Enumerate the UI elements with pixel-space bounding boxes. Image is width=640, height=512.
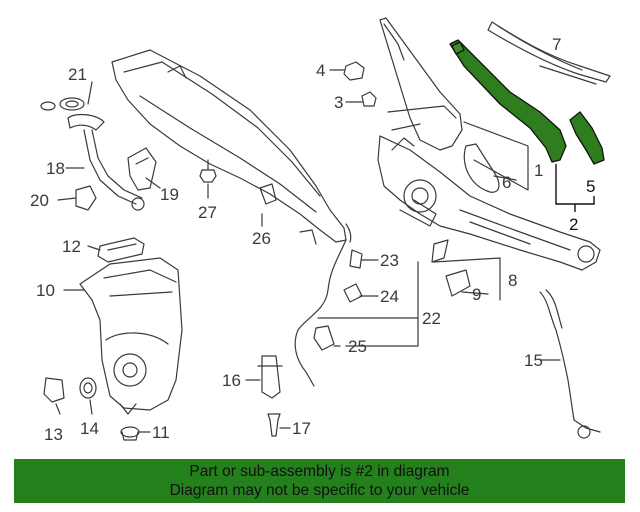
wiper-arm-upper [379, 17, 463, 151]
washer-pump-16 [257, 355, 283, 399]
callout-27: 27 [198, 203, 217, 222]
wiper-blade-7 [487, 21, 611, 85]
filler-neck-18 [67, 113, 145, 211]
callout-23: 23 [380, 251, 399, 270]
clip-24 [343, 283, 363, 303]
callout-24: 24 [380, 287, 399, 306]
connector-25 [313, 325, 335, 351]
callout-1: 1 [534, 161, 543, 180]
callout-22: 22 [422, 309, 441, 328]
washer-hose-22 [294, 223, 352, 387]
wiper-arm-2-highlight [449, 39, 567, 163]
bracket-19 [127, 147, 157, 191]
callout-13: 13 [44, 425, 63, 444]
banner-line-part-info: Part or sub-assembly is #2 in diagram [189, 463, 450, 480]
callout-9: 9 [472, 285, 481, 304]
hose-15 [539, 289, 601, 439]
reservoir-cap-12 [97, 237, 145, 263]
callout-8: 8 [508, 271, 517, 290]
grommet-11 [120, 426, 140, 441]
wiper-cap-5-highlight [569, 111, 605, 165]
callout-14: 14 [80, 419, 99, 438]
callout-21: 21 [68, 65, 87, 84]
callout-18: 18 [46, 159, 65, 178]
seal-14 [79, 377, 97, 399]
callout-2: 2 [569, 215, 578, 234]
sensor-13 [43, 377, 65, 403]
clip-23 [349, 249, 363, 269]
info-banner: Part or sub-assembly is #2 in diagram Di… [14, 459, 625, 503]
callout-12: 12 [62, 237, 81, 256]
seal-21 [40, 97, 85, 111]
leader-lines [55, 69, 561, 433]
bolt-27 [199, 159, 217, 183]
nozzle-8 [431, 239, 449, 263]
nut-4 [343, 61, 365, 81]
callout-10: 10 [36, 281, 55, 300]
bracket-9 [445, 269, 471, 297]
seal-part-6 [463, 143, 500, 193]
grommet-17 [267, 413, 281, 437]
nut-3 [361, 91, 377, 107]
callout-6: 6 [502, 173, 511, 192]
parts-diagram: 21 18 20 19 12 10 13 14 11 16 17 27 26 4… [30, 17, 611, 444]
callout-25: 25 [348, 337, 367, 356]
callout-11: 11 [152, 423, 170, 442]
callout-20: 20 [30, 191, 49, 210]
callout-3: 3 [334, 93, 343, 112]
wiper-linkage-1 [377, 135, 601, 271]
cowl-panel-26 [111, 49, 347, 245]
callout-16: 16 [222, 371, 241, 390]
callout-7: 7 [552, 35, 561, 54]
callout-5: 5 [586, 177, 595, 196]
callout-26: 26 [252, 229, 271, 248]
banner-line-disclaimer: Diagram may not be specific to your vehi… [169, 482, 470, 499]
callout-17: 17 [292, 419, 311, 438]
callout-19: 19 [160, 185, 179, 204]
washer-reservoir-10 [79, 257, 183, 415]
callout-4: 4 [316, 61, 325, 80]
clip-20 [75, 185, 97, 211]
callout-2-bracket [555, 164, 595, 212]
callout-15: 15 [524, 351, 543, 370]
